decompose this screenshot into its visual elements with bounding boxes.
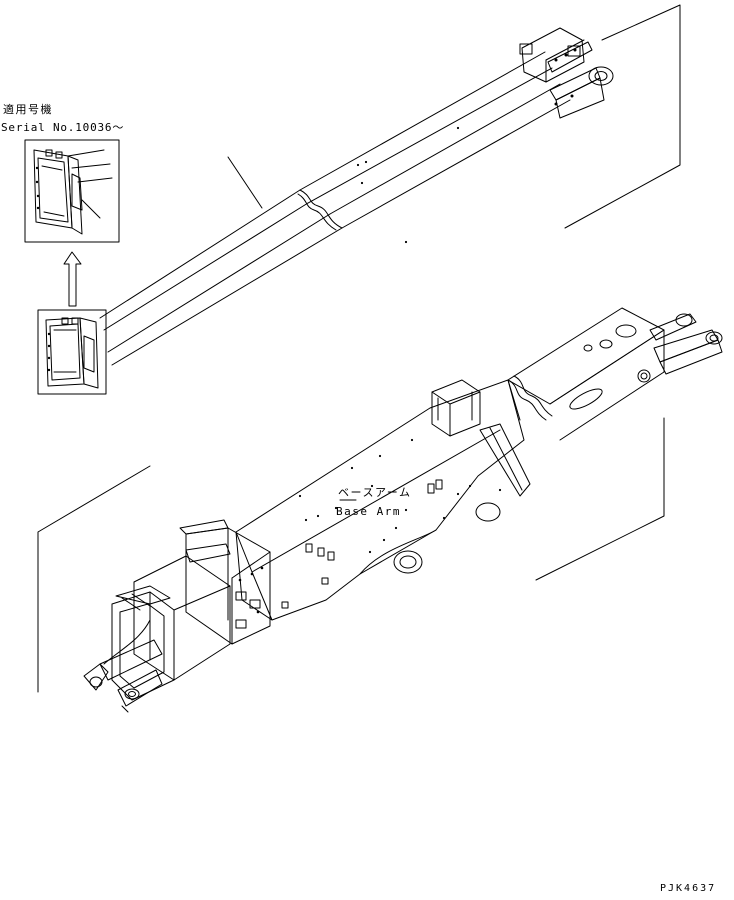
base-arm-body bbox=[235, 379, 531, 621]
lower-plane-outline bbox=[37, 465, 151, 693]
base-arm bbox=[37, 307, 723, 713]
inset-frame-lower bbox=[37, 309, 107, 395]
upper-plane-outline bbox=[564, 4, 681, 229]
inset-frame-upper bbox=[24, 139, 120, 243]
drawing-code: PJK4637 bbox=[660, 883, 717, 894]
applicable-serial-title: 適用号機 bbox=[3, 103, 53, 116]
part-name-japanese: ベースアーム bbox=[338, 486, 412, 499]
base-arm-far-tube bbox=[507, 307, 723, 441]
serial-number-label: Serial No.10036～ bbox=[1, 121, 125, 134]
base-arm-base-end bbox=[83, 555, 231, 713]
upper-arm bbox=[99, 4, 681, 366]
part-name-english: Base Arm bbox=[336, 505, 401, 518]
inset-new-version bbox=[24, 139, 120, 243]
upper-arm-break bbox=[299, 189, 343, 229]
upgrade-arrow bbox=[63, 251, 82, 307]
upper-arm-head bbox=[519, 27, 614, 119]
inset-old-version bbox=[37, 309, 107, 395]
base-arm-sleeve bbox=[179, 519, 271, 645]
upper-arm-leader-line bbox=[227, 156, 263, 209]
